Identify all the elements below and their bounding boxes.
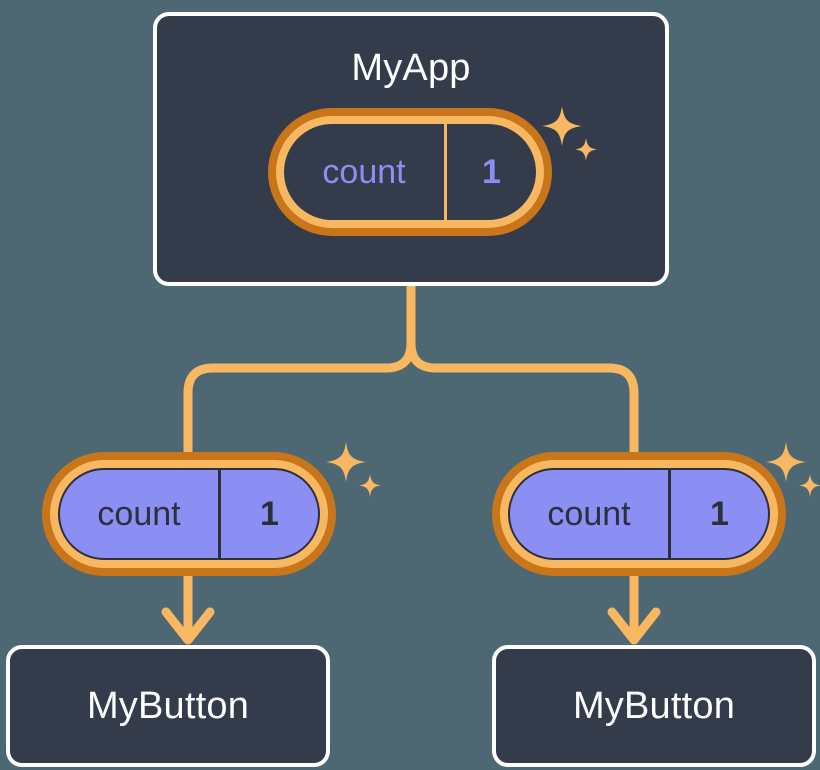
sparkle-four-point-large-icon — [326, 442, 366, 482]
component-title-mybutton-right: MyButton — [572, 685, 736, 727]
state-key-label: count — [284, 124, 447, 220]
state-key-label: count — [60, 470, 221, 558]
sparkle-four-point-small-icon — [359, 474, 381, 497]
connector-tree-trunk — [183, 281, 416, 465]
state-pill-body: count 1 — [508, 468, 770, 560]
arrow-down-icon-right — [607, 607, 661, 645]
component-card-mybutton-right[interactable]: MyButton — [492, 645, 816, 767]
state-pill-left[interactable]: count 1 — [42, 452, 336, 576]
sparkle-four-point-small-icon — [799, 474, 820, 497]
state-pill-band: count 1 — [276, 116, 544, 228]
component-title-myapp: MyApp — [351, 47, 471, 89]
state-value-label: 1 — [710, 495, 729, 533]
state-pill-band: count 1 — [50, 460, 328, 568]
connector-tree-branch-right — [406, 338, 639, 465]
state-value-label: 1 — [482, 153, 501, 191]
component-card-mybutton-left[interactable]: MyButton — [6, 645, 330, 767]
state-value-label: 1 — [260, 495, 279, 533]
state-pill-body: count 1 — [284, 124, 536, 220]
arrow-down-icon-left — [161, 607, 215, 645]
component-title-mybutton-left: MyButton — [86, 685, 250, 727]
state-key-label: count — [510, 470, 671, 558]
state-pill-band: count 1 — [500, 460, 778, 568]
state-pill-body: count 1 — [58, 468, 320, 560]
state-pill-right[interactable]: count 1 — [492, 452, 786, 576]
state-pill-myapp[interactable]: count 1 — [268, 108, 552, 236]
